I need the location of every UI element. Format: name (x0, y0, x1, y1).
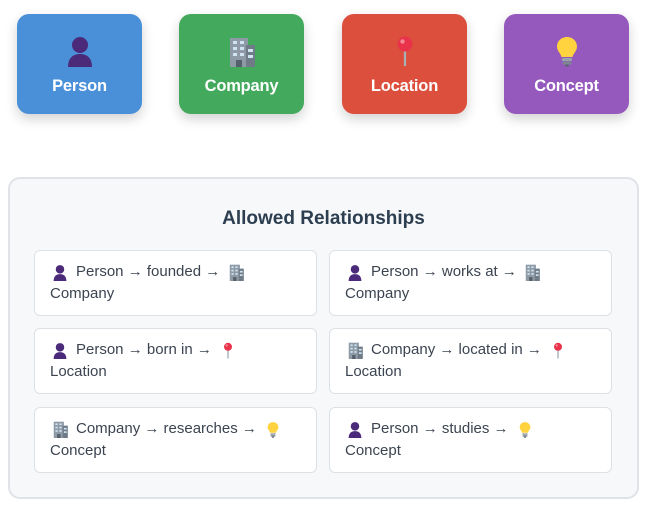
lightbulb-icon (515, 419, 535, 439)
relationship-item[interactable]: Company → located in → Location (329, 328, 612, 394)
relationship-text: Person → founded → (76, 263, 221, 280)
entity-card-label: Company (204, 77, 279, 95)
relationship-target: Company (50, 285, 115, 302)
relationship-target: Company (345, 285, 410, 302)
relationship-text: Person → born in → (76, 341, 212, 358)
entity-card-company[interactable]: Company (179, 14, 304, 114)
relationship-line: Person → works at → (345, 261, 597, 283)
relationship-text: Person → works at → (371, 263, 517, 280)
building-icon (50, 419, 70, 439)
pushpin-icon (390, 34, 420, 68)
person-icon (50, 262, 70, 282)
building-icon (345, 340, 365, 360)
lightbulb-icon (552, 34, 582, 68)
entity-type-cards: Person Company (0, 0, 649, 130)
relationship-target: Concept (50, 442, 106, 459)
relationship-target: Location (345, 363, 402, 380)
relationship-item[interactable]: Company → researches → Concept (34, 407, 317, 473)
relationship-item[interactable]: Person → founded → Company (34, 250, 317, 316)
lightbulb-icon (263, 419, 283, 439)
entity-card-label: Person (52, 77, 107, 95)
person-icon (345, 419, 365, 439)
pushpin-icon (218, 340, 238, 360)
relationship-line: Company → located in → (345, 339, 597, 361)
relationship-text: Company → located in → (371, 341, 542, 358)
relationship-item[interactable]: Person → studies → Concept (329, 407, 612, 473)
relationship-target: Concept (345, 442, 401, 459)
relationship-target: Location (50, 363, 107, 380)
entity-card-label: Concept (534, 77, 599, 95)
person-icon (345, 262, 365, 282)
relationship-item[interactable]: Person → born in → Location (34, 328, 317, 394)
pushpin-icon (548, 340, 568, 360)
relationship-line: Person → born in → (50, 339, 302, 361)
entity-card-person[interactable]: Person (17, 14, 142, 114)
building-icon (523, 262, 543, 282)
building-icon (227, 34, 257, 68)
building-icon (226, 262, 246, 282)
panel-title: Allowed Relationships (222, 208, 425, 229)
entity-card-location[interactable]: Location (342, 14, 467, 114)
relationship-line: Company → researches → (50, 418, 302, 440)
relationship-line: Person → founded → (50, 261, 302, 283)
person-icon (50, 340, 70, 360)
relationship-text: Person → studies → (371, 420, 509, 437)
person-icon (65, 34, 95, 68)
relationship-text: Company → researches → (76, 420, 257, 437)
relationship-line: Person → studies → (345, 418, 597, 440)
entity-card-concept[interactable]: Concept (504, 14, 629, 114)
entity-card-label: Location (370, 77, 439, 95)
relationship-item[interactable]: Person → works at → Company (329, 250, 612, 316)
